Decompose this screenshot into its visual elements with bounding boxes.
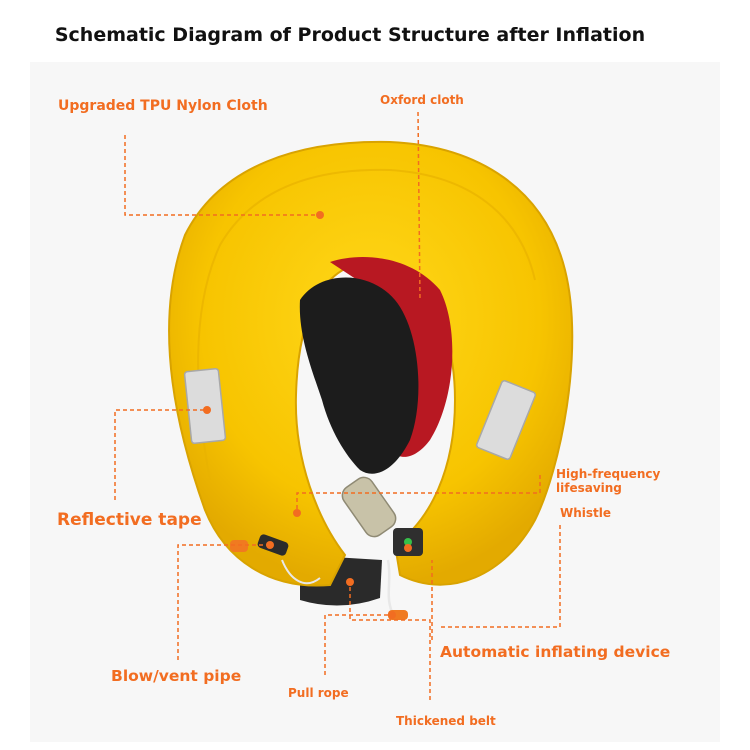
dot-high-frequency	[293, 509, 301, 517]
leader-belt	[349, 585, 431, 700]
inflator-indicator	[404, 538, 412, 546]
pull-rope-left	[281, 559, 321, 585]
leader-dots	[203, 211, 412, 619]
diagram-title: Schematic Diagram of Product Structure a…	[54, 24, 646, 46]
label-reflective-tape: Reflective tape	[57, 510, 202, 530]
leader-tpu	[124, 135, 318, 216]
label-blow-vent-pipe: Blow/vent pipe	[111, 667, 242, 685]
dot-pull-rope	[388, 611, 396, 619]
label-high-frequency-line2: lifesaving	[556, 481, 622, 495]
leader-reflective	[114, 409, 206, 500]
label-pull-rope: Pull rope	[288, 686, 349, 700]
label-high-frequency-line1: High-frequency	[556, 467, 661, 481]
red-panel	[330, 257, 453, 457]
dot-belt	[346, 578, 354, 586]
bladder-seam	[197, 168, 536, 481]
dot-whistle	[404, 544, 412, 552]
label-thickened-belt: Thickened belt	[396, 714, 496, 728]
leader-whistle	[440, 525, 561, 628]
leader-blow-vent	[177, 544, 268, 660]
inflated-bladder	[168, 140, 574, 587]
blow-vent-cap	[230, 540, 248, 552]
black-lining	[299, 277, 419, 474]
dot-reflective	[203, 406, 211, 414]
label-whistle: Whistle	[560, 506, 612, 520]
reflective-tape-right	[475, 380, 537, 460]
dot-blow-vent	[266, 541, 274, 549]
leader-high-frequency	[296, 475, 541, 512]
pull-rope	[386, 559, 394, 613]
reflective-tape-left	[183, 367, 227, 445]
label-tpu-nylon-cloth: Upgraded TPU Nylon Cloth	[58, 98, 268, 114]
leader-oxford	[417, 111, 421, 301]
label-automatic-inflating-device: Automatic inflating device	[440, 643, 671, 661]
dot-tpu	[316, 211, 324, 219]
label-oxford-cloth: Oxford cloth	[380, 93, 464, 107]
leader-lines	[114, 111, 561, 700]
leader-pull-rope	[324, 614, 390, 675]
co2-cylinder	[341, 476, 397, 538]
label-high-frequency-lifesaving: High-frequency lifesaving	[556, 467, 660, 495]
